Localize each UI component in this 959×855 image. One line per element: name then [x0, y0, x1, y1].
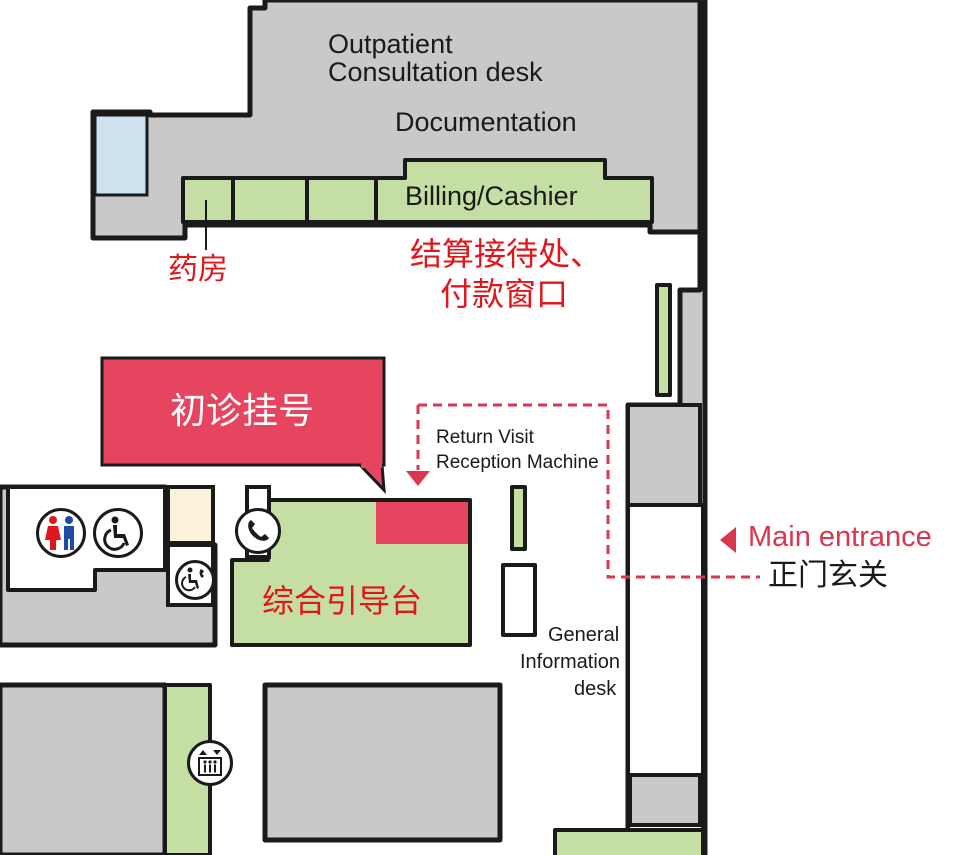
- outpatient-desk-label: Outpatient Consultation desk: [328, 29, 543, 88]
- first-visit-callout-box: [100, 356, 386, 467]
- window-panel: [93, 113, 149, 197]
- general-info-label-line3: desk: [574, 678, 617, 700]
- first-visit-window: [376, 502, 468, 544]
- south-east-counter: [553, 828, 705, 855]
- return-visit-route: [418, 403, 760, 579]
- pillar-green: [655, 283, 672, 397]
- billing-cn-label-line2: 付款窗口: [440, 275, 569, 313]
- wheelchair-icon: [93, 508, 143, 558]
- kiosk-1: [510, 485, 527, 551]
- general-info-label-line2: Information: [520, 651, 621, 673]
- billing-label: Billing/Cashier: [405, 181, 578, 211]
- main-entrance-arrow: [720, 527, 736, 553]
- route-arrow: [406, 471, 430, 486]
- south-west-block: [0, 682, 168, 855]
- accessible-phone-icon: [175, 560, 215, 600]
- return-visit-label-line1: Return Visit: [436, 427, 534, 448]
- restroom-icon: [36, 508, 86, 558]
- cream-room: [166, 485, 215, 545]
- information-kiosk: [501, 563, 537, 637]
- pharmacy-label: 药房: [168, 252, 228, 287]
- main-entrance-label: Main entrance: [748, 521, 932, 553]
- billing-cn-label-line1: 结算接待处、: [410, 235, 603, 273]
- general-info-label-line1: General: [548, 624, 620, 646]
- return-visit-label-line2: Reception Machine: [436, 452, 599, 473]
- documentation-label: Documentation: [395, 107, 577, 137]
- telephone-icon: [235, 508, 281, 554]
- south-center-block: [262, 682, 503, 843]
- first-visit-label: 初诊挂号: [170, 391, 315, 432]
- general-guidance-label: 综合引导台: [262, 582, 423, 620]
- billing-counter: [181, 158, 654, 224]
- elevator-icon: [187, 740, 233, 786]
- main-entrance-cn-label: 正门玄关: [768, 558, 888, 593]
